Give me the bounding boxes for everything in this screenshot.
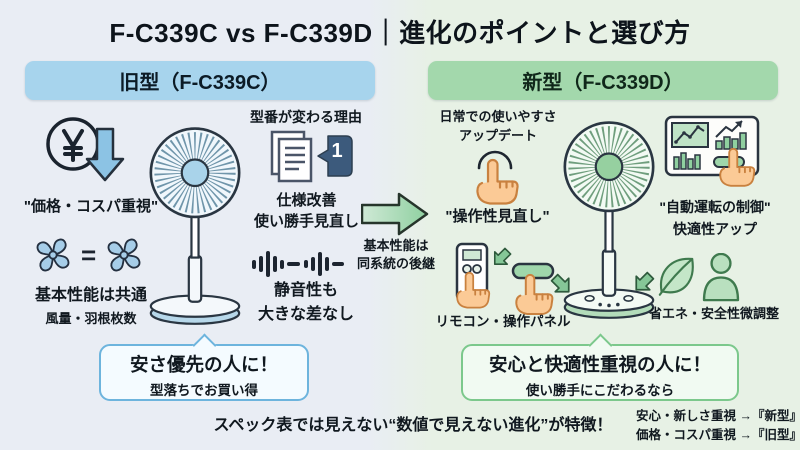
fan-blade-icon bbox=[36, 238, 70, 272]
auto-operation-label: "自動運転の制御" bbox=[659, 199, 771, 215]
usability-line2: アップデート bbox=[458, 128, 537, 143]
operability-label: "操作性見直し" bbox=[445, 208, 550, 225]
quiet-line2: 大きな差なし bbox=[257, 306, 354, 323]
fan-blades-equal-group: = bbox=[30, 232, 147, 278]
sound-wave-icon bbox=[252, 249, 345, 279]
old-callout-sub: 型落ちでお買い得 bbox=[150, 383, 258, 398]
fan-blade-icon bbox=[107, 238, 141, 272]
remote-panel-label: リモコン・操作パネル bbox=[435, 314, 571, 329]
new-callout-title: 安心と快適性重視の人に！ bbox=[488, 354, 711, 375]
person-safety-icon bbox=[702, 253, 740, 302]
quiet-line1: 静音性も bbox=[273, 282, 338, 299]
page-title: F-C339C vs F-C339D｜進化のポイントと選び方 bbox=[109, 18, 691, 48]
remote-control-icon bbox=[455, 242, 491, 309]
auto-control-dashboard-icon bbox=[664, 115, 760, 187]
new-model-callout: 安心と快適性重視の人に！ 使い勝手にこだわるなら bbox=[461, 333, 739, 401]
new-fan-illustration bbox=[563, 121, 655, 319]
badge-number: 1 bbox=[331, 140, 343, 162]
price-focus-label: "価格・コスパ重視" bbox=[23, 198, 159, 215]
basic-performance-title: 基本性能は共通 bbox=[34, 287, 147, 304]
old-model-header: 旧型（F-C339C） bbox=[25, 61, 375, 100]
number-one-badge-icon bbox=[317, 135, 353, 177]
eco-leaf-icon bbox=[658, 257, 694, 296]
footer-choice-new: 安心・新しさ重視 →『新型』 bbox=[636, 409, 800, 423]
comfort-label: 快適性アップ bbox=[673, 221, 757, 237]
new-callout-sub: 使い勝手にこだわるなら bbox=[525, 383, 675, 398]
spec-document-group: 1 bbox=[268, 128, 358, 190]
model-change-reason-title: 型番が変わる理由 bbox=[250, 109, 362, 125]
arrow-note-line2: 同系統の後継 bbox=[356, 256, 435, 271]
document-icon bbox=[270, 130, 313, 183]
yen-price-down-icon bbox=[46, 117, 125, 182]
old-fan-illustration bbox=[149, 127, 241, 325]
usability-line1: 日常での使いやすさ bbox=[439, 109, 557, 124]
improvement-line1: 仕様改善 bbox=[276, 192, 337, 209]
footer-choice-old: 価格・コスパ重視 →『旧型』 bbox=[636, 428, 800, 442]
eco-safety-label: 省エネ・安全性微調整 bbox=[648, 306, 779, 321]
new-model-header: 新型（F-C339D） bbox=[428, 61, 778, 100]
arrow-note-line1: 基本性能は bbox=[363, 238, 429, 253]
footer-highlight: スペック表では見えない“数値で見えない進化”が特徴！ bbox=[213, 417, 613, 434]
equals-sign: = bbox=[81, 240, 97, 270]
panel-button-press-icon bbox=[511, 262, 555, 316]
improvement-line2: 使い勝手見直し bbox=[253, 213, 359, 230]
old-callout-title: 安さ優先の人に！ bbox=[129, 354, 278, 375]
evolution-arrow-icon bbox=[361, 192, 429, 236]
old-model-callout: 安さ優先の人に！ 型落ちでお買い得 bbox=[99, 333, 309, 401]
basic-performance-sub: 風量・羽根枚数 bbox=[45, 311, 137, 326]
tap-hand-icon bbox=[476, 150, 519, 205]
